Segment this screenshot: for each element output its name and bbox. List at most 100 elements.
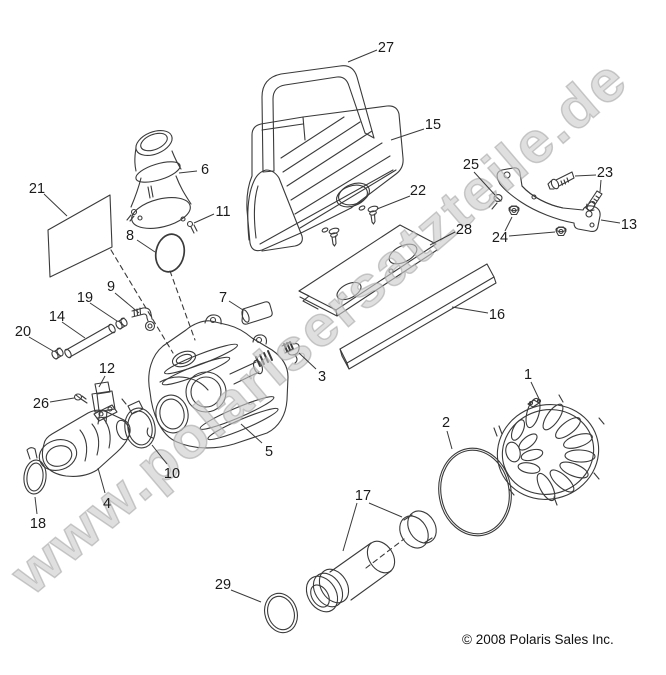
part-3-vent-fitting [281, 341, 300, 364]
part-7-plug [241, 301, 273, 325]
part-19-clamp [115, 317, 128, 330]
part-number-label: 21 [29, 181, 45, 197]
leader-line [151, 444, 168, 465]
callout-8: 8 [126, 228, 156, 253]
callout-15: 15 [390, 117, 441, 141]
leader-line [451, 306, 489, 314]
leader-line [347, 49, 378, 63]
callout-2: 2 [442, 415, 453, 450]
part-number-label: 28 [456, 222, 472, 238]
part-21-panel [47, 194, 113, 278]
part-number-label: 6 [201, 162, 209, 178]
part-28-foam-seal [298, 224, 438, 317]
part-number-label: 9 [107, 279, 115, 295]
part-number-label: 4 [103, 496, 111, 512]
part-number-label: 25 [463, 157, 479, 173]
part-10-clamp [121, 398, 156, 449]
leader-line [178, 170, 198, 174]
leader-line [574, 174, 597, 177]
part-number-label: 23 [597, 165, 613, 181]
part-16-panel [339, 263, 497, 370]
callout-24: 24 [492, 216, 556, 246]
leader-line [98, 375, 106, 388]
callout-26: 26 [33, 396, 75, 412]
part-number-label: 27 [378, 40, 394, 56]
leader-line [28, 336, 54, 352]
part-22-screws [328, 205, 379, 247]
leader-line [228, 300, 244, 311]
callout-25: 25 [463, 157, 496, 196]
part-29-oring [264, 592, 298, 634]
leader-line [97, 467, 106, 494]
part-number-label: 11 [215, 204, 230, 220]
part-number-label: 19 [77, 290, 93, 306]
callout-5: 5 [240, 423, 273, 460]
part-number-label: 24 [492, 230, 508, 246]
leader-line [136, 239, 156, 253]
callout-14: 14 [49, 309, 86, 339]
part-26-screw [73, 393, 88, 404]
leader-line [508, 231, 556, 237]
part-number-label: 20 [15, 324, 31, 340]
leader-line [89, 302, 118, 322]
part-number-label: 2 [442, 415, 450, 431]
leader-line [342, 502, 358, 552]
callout-7: 7 [219, 290, 244, 311]
part-15-cover [246, 105, 404, 252]
leader-line [600, 219, 621, 224]
part-9-elbow-fitting [131, 307, 156, 332]
leader-line [390, 128, 425, 141]
callout-28: 28 [429, 222, 472, 246]
leader-line [473, 171, 496, 196]
part-23-bolts [547, 171, 603, 212]
leader-line [43, 193, 68, 217]
part-2-oring [438, 447, 512, 537]
part-14-hose [64, 323, 116, 359]
leader-line [298, 352, 317, 370]
leader-line [230, 589, 262, 603]
leader-line [530, 381, 541, 402]
callout-9: 9 [107, 279, 140, 314]
part-24-nuts [508, 205, 567, 237]
copyright-text: © 2008 Polaris Sales Inc. [462, 632, 614, 647]
callout-20: 20 [15, 324, 54, 352]
leader-line [240, 423, 263, 444]
part-number-label: 3 [318, 369, 326, 385]
leader-line [61, 321, 86, 339]
part-number-label: 17 [355, 488, 371, 504]
drawing-art [23, 65, 605, 634]
callout-29: 29 [215, 577, 262, 603]
callout-22: 22 [376, 183, 426, 210]
part-number-label: 5 [265, 444, 273, 460]
part-number-label: 13 [621, 217, 637, 233]
leader-line [504, 216, 513, 232]
part-12-sensor [91, 381, 116, 425]
leader-line [34, 496, 38, 515]
callout-10: 10 [151, 444, 180, 482]
callout-23: 23 [574, 165, 613, 193]
callout-13: 13 [600, 217, 637, 233]
watermark-text: www.polarisersatzteile.de [0, 46, 640, 607]
leader-line [114, 292, 140, 314]
part-number-label: 1 [524, 367, 532, 383]
part-number-label: 16 [489, 307, 505, 323]
callout-1: 1 [524, 367, 541, 402]
part-number-label: 26 [33, 396, 49, 412]
leader-line [599, 179, 602, 193]
part-number-label: 22 [410, 183, 426, 199]
part-number-label: 29 [215, 577, 231, 593]
callout-16: 16 [451, 306, 505, 323]
part-number-label: 14 [49, 309, 65, 325]
callout-19: 19 [77, 290, 118, 322]
part-25-screw [488, 194, 503, 210]
callout-27: 27 [347, 40, 394, 63]
part-number-label: 10 [164, 466, 180, 482]
leader-line [376, 195, 411, 210]
part-11-screws [126, 208, 198, 234]
part-13-bracket [496, 167, 601, 232]
callout-6: 6 [178, 162, 209, 178]
callout-11: 11 [193, 204, 231, 224]
part-number-label: 8 [126, 228, 134, 244]
